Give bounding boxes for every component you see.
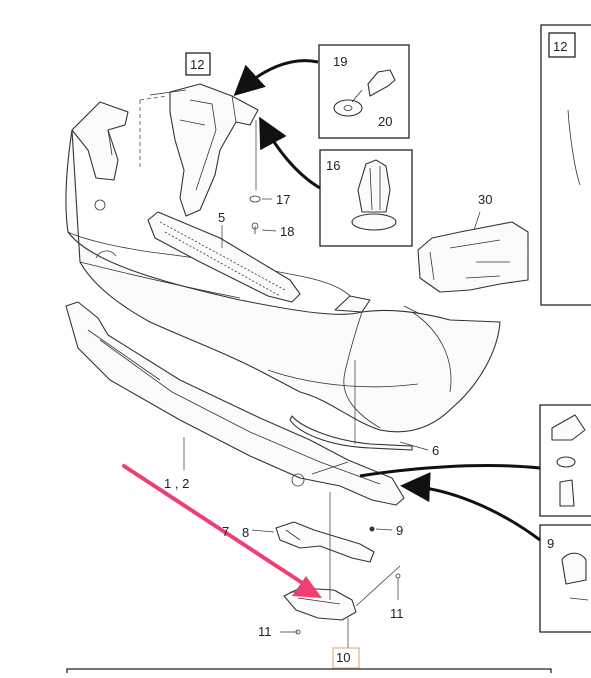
label-1-2: 1 , 2 (164, 476, 189, 491)
label-19: 19 (333, 54, 347, 69)
label-11-right: 11 (390, 606, 404, 621)
side-panel-bottom (539, 524, 591, 633)
label-16: 16 (326, 158, 340, 173)
pink-arrow-icon (122, 464, 322, 598)
detail-box-16 (319, 149, 413, 247)
label-9-side: 9 (547, 536, 554, 551)
label-box-12 (185, 52, 211, 76)
side-panel-top (540, 24, 591, 306)
leader-lines (149, 89, 481, 648)
label-10-frame (332, 647, 360, 669)
label-18: 18 (280, 224, 294, 239)
side-bracket-30 (417, 221, 529, 293)
label-12-box: 12 (190, 57, 204, 72)
grille-insert (147, 211, 301, 303)
label-12-side: 12 (553, 39, 567, 54)
callout-labels: 1 , 2 5 6 7 8 9 10 11 11 12 12 16 17 18 … (164, 39, 567, 665)
bumper-cover (65, 95, 501, 433)
black-arrow-icon (233, 59, 541, 542)
label-8: 8 (242, 525, 249, 540)
side-panel-middle (539, 404, 591, 517)
label-20: 20 (378, 114, 392, 129)
label-30: 30 (478, 192, 492, 207)
label-17: 17 (276, 192, 290, 207)
label-11-left: 11 (258, 624, 272, 639)
bottom-panel (66, 668, 552, 673)
label-5: 5 (218, 210, 225, 225)
label-9: 9 (396, 523, 403, 538)
fasteners (249, 195, 401, 635)
label-7: 7 (222, 524, 229, 539)
label-6: 6 (432, 443, 439, 458)
reflector-strip (289, 415, 413, 451)
mount-bracket (169, 83, 259, 217)
label-10: 10 (336, 650, 350, 665)
bracket-part-8 (275, 521, 375, 563)
detail-box-19-20 (318, 44, 410, 139)
